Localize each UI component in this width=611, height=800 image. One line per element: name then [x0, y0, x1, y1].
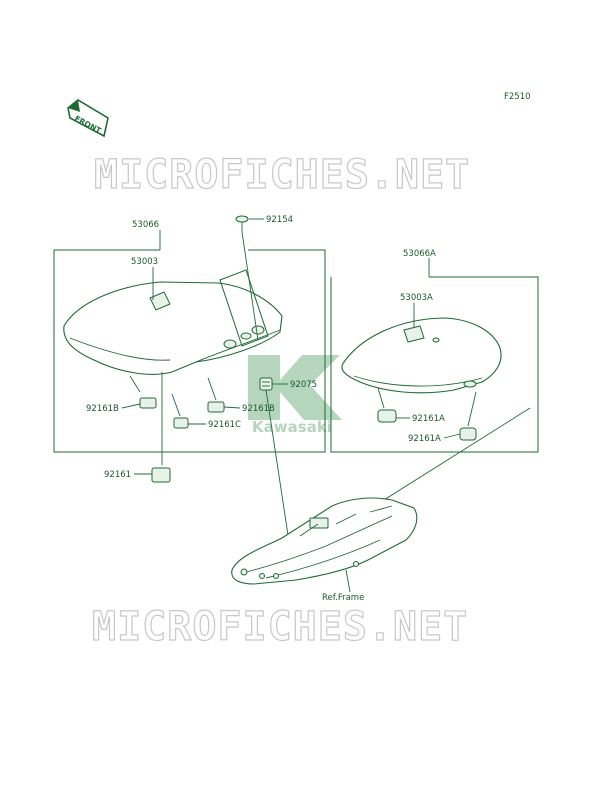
label-92154: 92154 [266, 215, 293, 225]
group-box-53066 [53, 249, 326, 453]
kawasaki-logo: Kawasaki [248, 355, 342, 436]
label-53003a: 53003A [400, 293, 433, 303]
damper-92075 [259, 377, 273, 391]
bolt-92154 [235, 215, 249, 232]
label-53066a: 53066A [403, 249, 436, 259]
label-53066: 53066 [132, 220, 159, 230]
label-92075: 92075 [290, 380, 317, 390]
label-92161: 92161 [104, 470, 131, 480]
seat-pan-plate [219, 269, 269, 347]
cushion-92161 [151, 467, 171, 483]
label-92161a-lower: 92161A [408, 434, 441, 444]
cushion-92161b-center [207, 401, 225, 413]
label-92161b-left: 92161B [86, 404, 119, 414]
label-53003: 53003 [131, 257, 158, 267]
watermark-bottom: MICROFICHES.NET [92, 604, 468, 650]
label-92161c: 92161C [208, 420, 241, 430]
cushion-92161b-left [139, 397, 157, 409]
cushion-92161c [173, 417, 189, 429]
watermark-top: MICROFICHES.NET [94, 152, 470, 198]
label-92161a-upper: 92161A [412, 414, 445, 424]
cushion-92161a-upper [377, 409, 397, 423]
label-ref-frame: Ref.Frame [322, 593, 364, 603]
label-92161b-center: 92161B [242, 404, 275, 414]
rear-seat-53003a [341, 317, 502, 394]
kawasaki-wordmark: Kawasaki [252, 418, 332, 436]
cushion-92161a-lower [459, 427, 477, 441]
figure-code: F2510 [504, 92, 531, 102]
seat-frame [231, 497, 418, 585]
group-box-53066a [330, 276, 539, 453]
front-arrow-icon: FRONT [67, 99, 109, 138]
front-seat-53003 [63, 281, 283, 375]
